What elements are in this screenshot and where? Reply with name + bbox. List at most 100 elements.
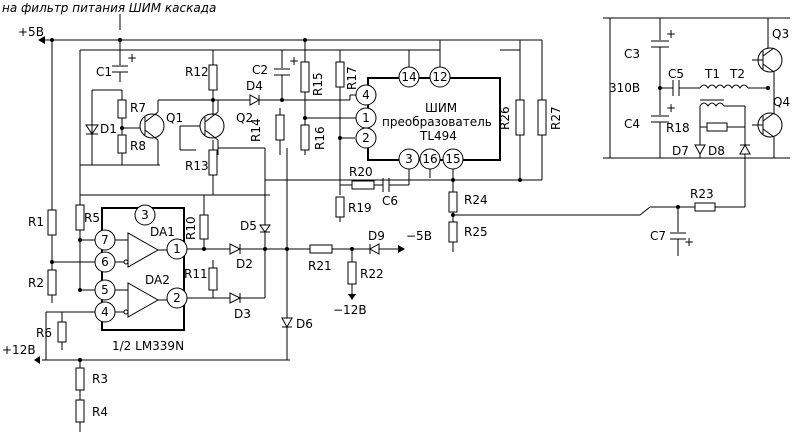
- pin-label: 1: [362, 111, 370, 125]
- rail-hv-label: 310В: [609, 81, 640, 95]
- label-R11: R11: [184, 267, 208, 281]
- pin-label: 1: [173, 242, 181, 256]
- svg-text:+: +: [684, 235, 694, 249]
- label-Q3: Q3: [772, 27, 789, 41]
- label-D8: D8: [708, 144, 725, 158]
- label-R4: R4: [92, 405, 108, 419]
- diode-D7: [694, 144, 706, 156]
- label-D1: D1: [100, 122, 117, 136]
- resistor-R3: [75, 367, 85, 391]
- diode-D6: [281, 317, 293, 329]
- resistor-R6: [57, 321, 67, 343]
- label-R7: R7: [130, 101, 146, 115]
- svg-text:+: +: [666, 27, 676, 41]
- pin-label: 4: [101, 305, 109, 319]
- pin-label: 6: [101, 255, 109, 269]
- label-Q4: Q4: [773, 95, 790, 109]
- diode-D9: [368, 243, 380, 255]
- resistor-R18: [706, 122, 728, 132]
- resistor-R24: [448, 191, 458, 213]
- resistor-R14: [275, 114, 285, 141]
- resistor-R13: [208, 149, 218, 176]
- svg-text:+: +: [666, 101, 676, 115]
- pin-label: 2: [362, 131, 370, 145]
- label-R25: R25: [464, 225, 488, 239]
- svg-text:+: +: [127, 51, 137, 65]
- label-D9: D9: [368, 229, 385, 243]
- label-D3: D3: [234, 307, 251, 321]
- comparator-DA1: [127, 232, 160, 268]
- label-R18: R18: [666, 121, 690, 135]
- resistor-R1: [47, 209, 57, 236]
- rail-plus5-label: +5В: [18, 25, 44, 39]
- label-R17: R17: [345, 66, 359, 90]
- label-R13: R13: [185, 159, 209, 173]
- resistor-R15: [300, 61, 310, 93]
- comparator-part: 1/2 LM339N: [112, 339, 184, 353]
- resistor-R26: [515, 99, 525, 136]
- resistor-R27: [537, 99, 547, 136]
- resistor-R11: [208, 267, 218, 291]
- svg-text:+: +: [289, 54, 299, 68]
- pin-label: 12: [432, 70, 447, 84]
- label-C3: C3: [624, 47, 640, 61]
- resistor-R22: [347, 261, 357, 285]
- inductor-T1: [699, 84, 725, 89]
- pin-label: 3: [141, 208, 149, 222]
- label-R6: R6: [36, 326, 52, 340]
- pin-label: 14: [401, 70, 416, 84]
- pin-label: 7: [101, 233, 109, 247]
- label-DA1: DA1: [150, 225, 175, 239]
- inductor-T2: [723, 84, 749, 89]
- rail-arrow: [38, 36, 45, 44]
- diode-D4: [249, 94, 261, 106]
- label-R5: R5: [84, 211, 100, 225]
- pin-label: 2: [173, 291, 181, 305]
- label-C7: C7: [650, 229, 666, 243]
- diode-D1: [85, 124, 99, 135]
- label-C4: C4: [624, 117, 640, 131]
- label-D6: D6: [296, 317, 313, 331]
- resistor-R23: [694, 202, 716, 212]
- transistor-Q1: [139, 113, 165, 139]
- resistor-R2: [47, 269, 57, 296]
- label-DA2: DA2: [145, 273, 170, 287]
- label-T1: T1: [704, 67, 720, 81]
- label-T2: T2: [729, 67, 745, 81]
- resistor-R16: [300, 124, 310, 151]
- label-Q2: Q2: [236, 111, 253, 125]
- label-R8: R8: [130, 139, 146, 153]
- diode-D2: [229, 243, 242, 255]
- comparator-DA2: [127, 282, 160, 318]
- resistor-R17: [335, 61, 345, 88]
- label-R27: R27: [549, 106, 563, 130]
- resistor-R10: [199, 214, 209, 240]
- pwm-title: ШИМ: [425, 101, 457, 115]
- label-D2: D2: [236, 257, 253, 271]
- diode-D8: [739, 143, 751, 155]
- pin-label: 5: [101, 283, 109, 297]
- label-C5: C5: [668, 67, 684, 81]
- label-R21: R21: [308, 259, 332, 273]
- resistor-R20: [351, 180, 375, 190]
- label-R16: R16: [313, 126, 327, 150]
- resistor-R25: [448, 221, 458, 243]
- label-D4: D4: [246, 79, 263, 93]
- rail-minus5-label: −5В: [406, 229, 432, 243]
- label-R22: R22: [360, 267, 384, 281]
- label-R10: R10: [184, 216, 198, 240]
- pin-label: 3: [405, 152, 413, 166]
- label-R19: R19: [348, 201, 372, 215]
- schematic-title: на фильтр питания ШИМ каскада: [2, 1, 216, 15]
- label-C2: C2: [252, 63, 268, 77]
- label-R15: R15: [311, 72, 325, 96]
- rail-minus12-label: −12В: [333, 303, 367, 317]
- resistor-R7: [117, 99, 127, 119]
- label-D7: D7: [672, 144, 689, 158]
- label-Q1: Q1: [166, 111, 183, 125]
- pin-label: 16: [422, 152, 437, 166]
- label-R3: R3: [92, 372, 108, 386]
- pwm-part: TL494: [419, 129, 457, 143]
- diode-D5: [259, 224, 271, 233]
